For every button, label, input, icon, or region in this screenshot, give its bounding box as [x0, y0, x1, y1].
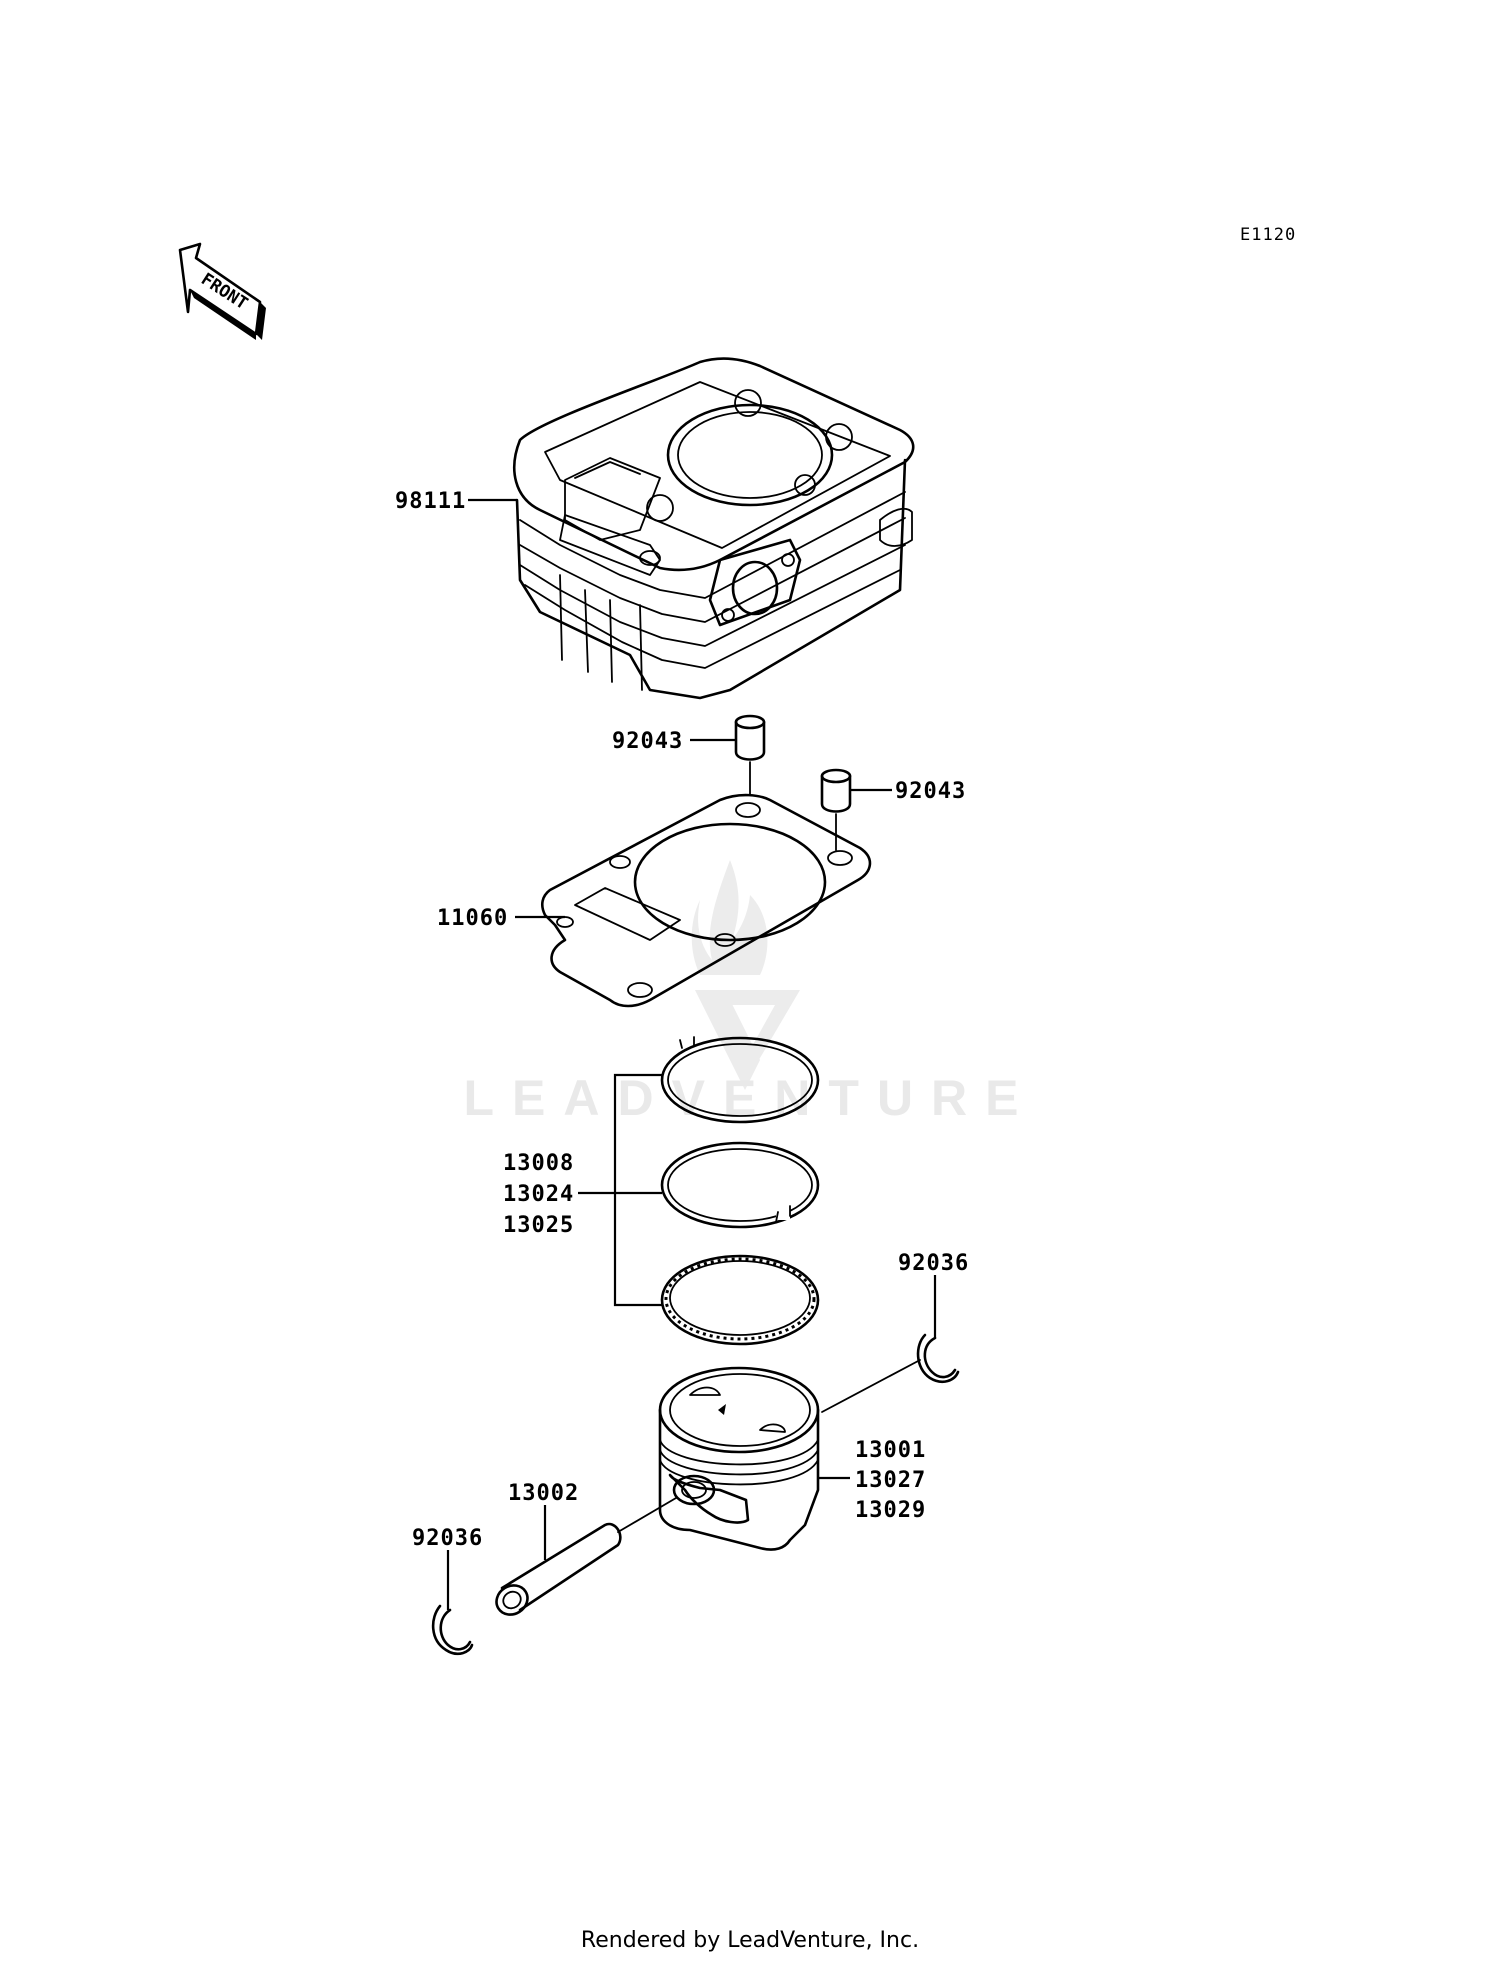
- piston: [658, 1366, 820, 1551]
- part-number-ring-2: 13024: [503, 1182, 574, 1207]
- part-number-piston-3: 13029: [855, 1498, 926, 1523]
- front-arrow-icon: FRONT: [178, 242, 266, 340]
- watermark: LEADVENTURE: [463, 860, 1036, 1126]
- piston-pin-clip-left: [431, 1604, 474, 1656]
- part-number-piston-1: 13001: [855, 1438, 926, 1463]
- piston-ring-top: [660, 1034, 820, 1124]
- diagram-code: E1120: [1240, 225, 1296, 245]
- part-number-pin: 13002: [508, 1481, 579, 1506]
- piston-pin-clip-right: [916, 1333, 960, 1384]
- cylinder: [513, 357, 915, 700]
- watermark-text: LEADVENTURE: [463, 1070, 1036, 1126]
- dowel-pin-left: [734, 714, 766, 796]
- part-number-cylinder: 98111: [395, 489, 466, 514]
- piston-ring-oil: [660, 1254, 820, 1346]
- dowel-pin-right: [820, 768, 852, 851]
- piston-ring-second: [660, 1141, 820, 1229]
- part-number-piston-2: 13027: [855, 1468, 926, 1493]
- part-number-dowel-left: 92043: [612, 729, 683, 754]
- part-number-dowel-right: 92043: [895, 779, 966, 804]
- part-number-clip-right: 92036: [898, 1251, 969, 1276]
- part-number-clip-left: 92036: [412, 1526, 483, 1551]
- part-number-gasket: 11060: [437, 906, 508, 931]
- footer-credit: Rendered by LeadVenture, Inc.: [580, 1928, 920, 1953]
- watermark-logo: [691, 860, 800, 1090]
- piston-pin: [495, 1522, 622, 1616]
- guide-pin: [617, 1497, 677, 1533]
- leader-rings: [578, 1073, 662, 1307]
- guide-clip-right: [821, 1359, 921, 1413]
- part-number-ring-3: 13025: [503, 1213, 574, 1238]
- cylinder-base-gasket: [540, 793, 872, 1008]
- part-number-ring-1: 13008: [503, 1151, 574, 1176]
